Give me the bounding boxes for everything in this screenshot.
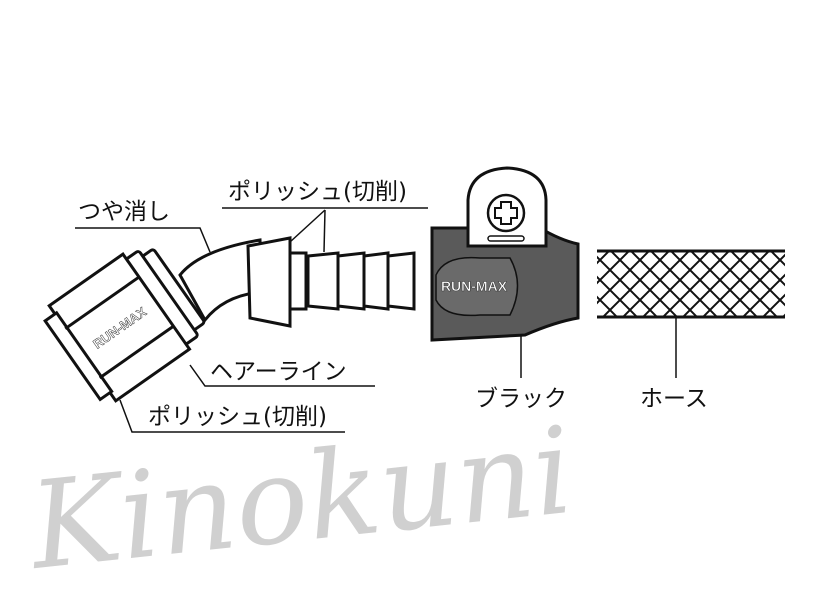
black-fitting: RUN-MAX <box>430 166 580 342</box>
braided-hose <box>597 249 785 319</box>
barb-2 <box>336 251 366 311</box>
barb-4 <box>386 251 416 311</box>
label-hose: ホース <box>640 386 708 412</box>
barb-1 <box>306 251 340 311</box>
label-matte: つや消し <box>78 199 170 225</box>
phillips-icon <box>494 201 518 225</box>
hex-nut: RUN-MAX <box>43 248 206 403</box>
collar-cone <box>246 236 292 328</box>
elbow-fitting: RUN-MAX <box>43 236 416 403</box>
barb-ring <box>288 251 308 311</box>
barb-3 <box>362 251 390 311</box>
leader-lines <box>75 207 677 433</box>
label-polish-bottom: ポリッシュ(切削) <box>148 404 327 430</box>
label-polish-top: ポリッシュ(切削) <box>228 179 407 205</box>
brand-logo-black: RUN-MAX <box>441 278 508 294</box>
label-hairline: ヘアーライン <box>210 359 347 385</box>
watermark: Kinokuni <box>22 402 579 597</box>
label-black: ブラック <box>475 386 567 412</box>
